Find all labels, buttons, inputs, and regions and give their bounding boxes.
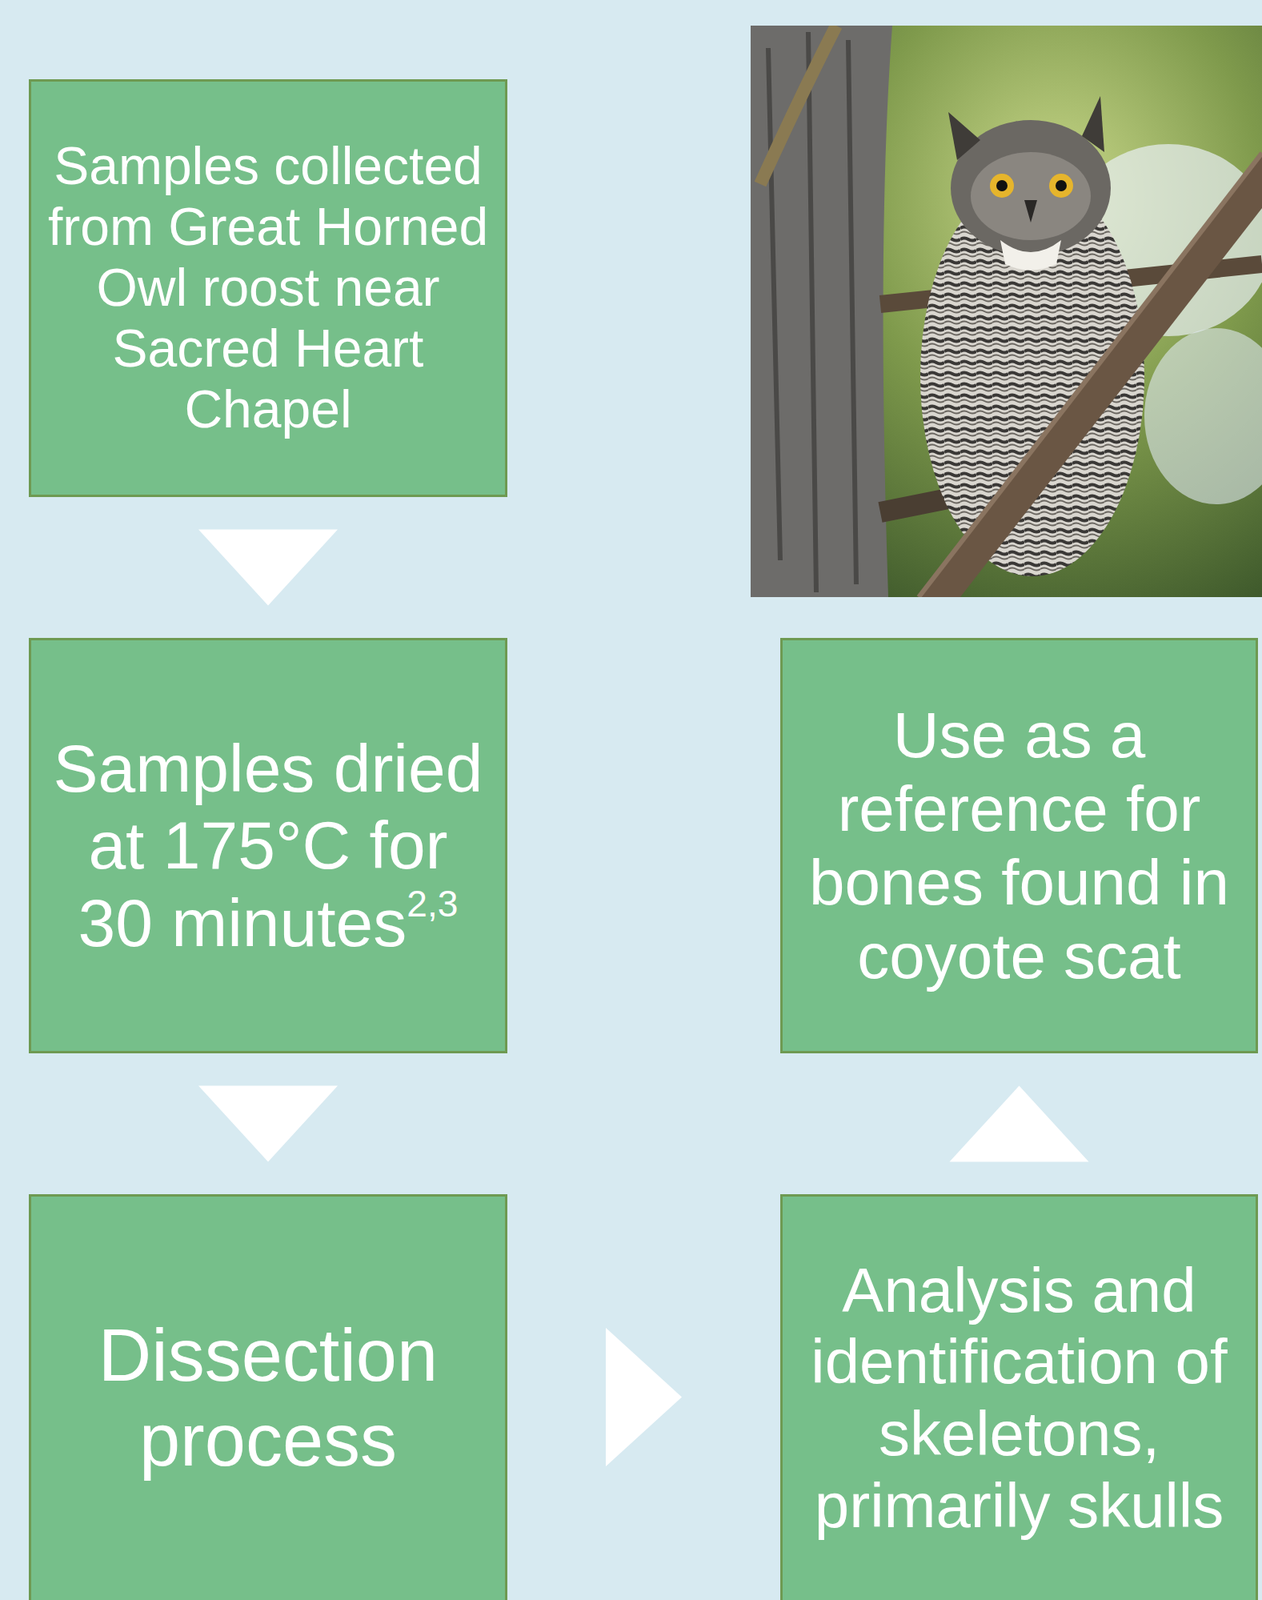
photo-content bbox=[750, 25, 1262, 597]
box-text: Samples dried at 175°C for 30 minutes2,3 bbox=[44, 729, 493, 962]
box-text: Analysis and identification of skeletons… bbox=[795, 1254, 1243, 1543]
flow-arrow bbox=[605, 1327, 682, 1467]
step-text: Analysis and identification of skeletons… bbox=[810, 1254, 1227, 1541]
box-text: Use as a reference for bones found in co… bbox=[795, 698, 1243, 994]
step-text: Dissection process bbox=[98, 1314, 438, 1481]
process-box: Samples collected from Great Horned Owl … bbox=[28, 79, 508, 497]
flow-arrow bbox=[949, 1085, 1090, 1162]
step-text: Samples dried at 175°C for 30 minutes bbox=[53, 730, 484, 961]
process-box: Dissection process bbox=[28, 1193, 508, 1600]
flow-arrow bbox=[198, 529, 338, 606]
process-box: Analysis and identification of skeletons… bbox=[780, 1193, 1258, 1600]
step-text: Samples collected from Great Horned Owl … bbox=[48, 136, 489, 439]
step-text: Use as a reference for bones found in co… bbox=[809, 699, 1230, 992]
process-box: Use as a reference for bones found in co… bbox=[780, 637, 1258, 1054]
process-box: Samples dried at 175°C for 30 minutes2,3 bbox=[28, 637, 508, 1054]
flow-arrow bbox=[198, 1085, 338, 1162]
citation-number: 2,3 bbox=[406, 882, 458, 925]
box-text: Samples collected from Great Horned Owl … bbox=[44, 136, 493, 440]
box-text: Dissection process bbox=[44, 1313, 493, 1483]
